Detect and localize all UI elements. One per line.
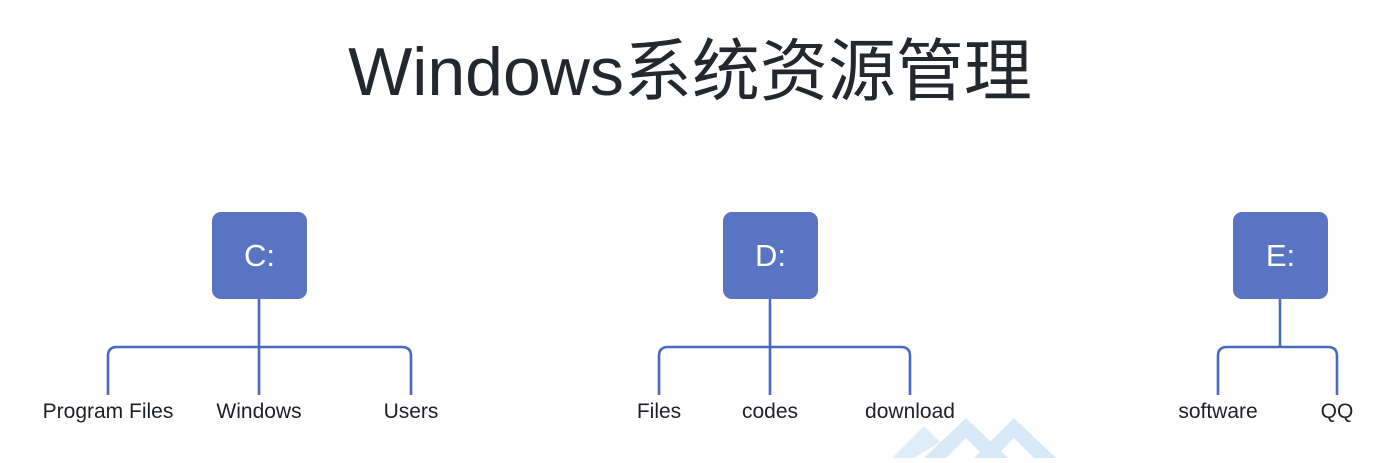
folder-label-drive-e-0[interactable]: software — [1178, 400, 1258, 423]
drive-node-label: D: — [755, 238, 786, 273]
folder-label-drive-c-1[interactable]: Windows — [216, 400, 302, 423]
folder-label-drive-e-1[interactable]: QQ — [1320, 400, 1354, 423]
folder-label-drive-c-2[interactable]: Users — [383, 400, 439, 423]
folder-label-drive-d-1[interactable]: codes — [741, 400, 799, 423]
drive-node-label: E: — [1265, 238, 1296, 273]
drive-node-drive-d[interactable]: D: — [723, 212, 818, 299]
connector-lines-drive-d — [657, 299, 912, 395]
connector-lines-drive-c — [106, 299, 413, 395]
connector-bar — [657, 345, 912, 395]
page-title: Windows系统资源管理 — [348, 34, 1032, 110]
drive-node-label: C: — [244, 238, 275, 273]
folder-label-drive-d-0[interactable]: Files — [636, 400, 682, 423]
folder-label-drive-d-2[interactable]: download — [865, 400, 955, 423]
connector-bar — [1216, 345, 1339, 395]
drive-node-drive-c[interactable]: C: — [212, 212, 307, 299]
connector-lines-drive-e — [1216, 299, 1339, 395]
folder-label-drive-c-0[interactable]: Program Files — [42, 400, 174, 423]
drive-node-drive-e[interactable]: E: — [1233, 212, 1328, 299]
